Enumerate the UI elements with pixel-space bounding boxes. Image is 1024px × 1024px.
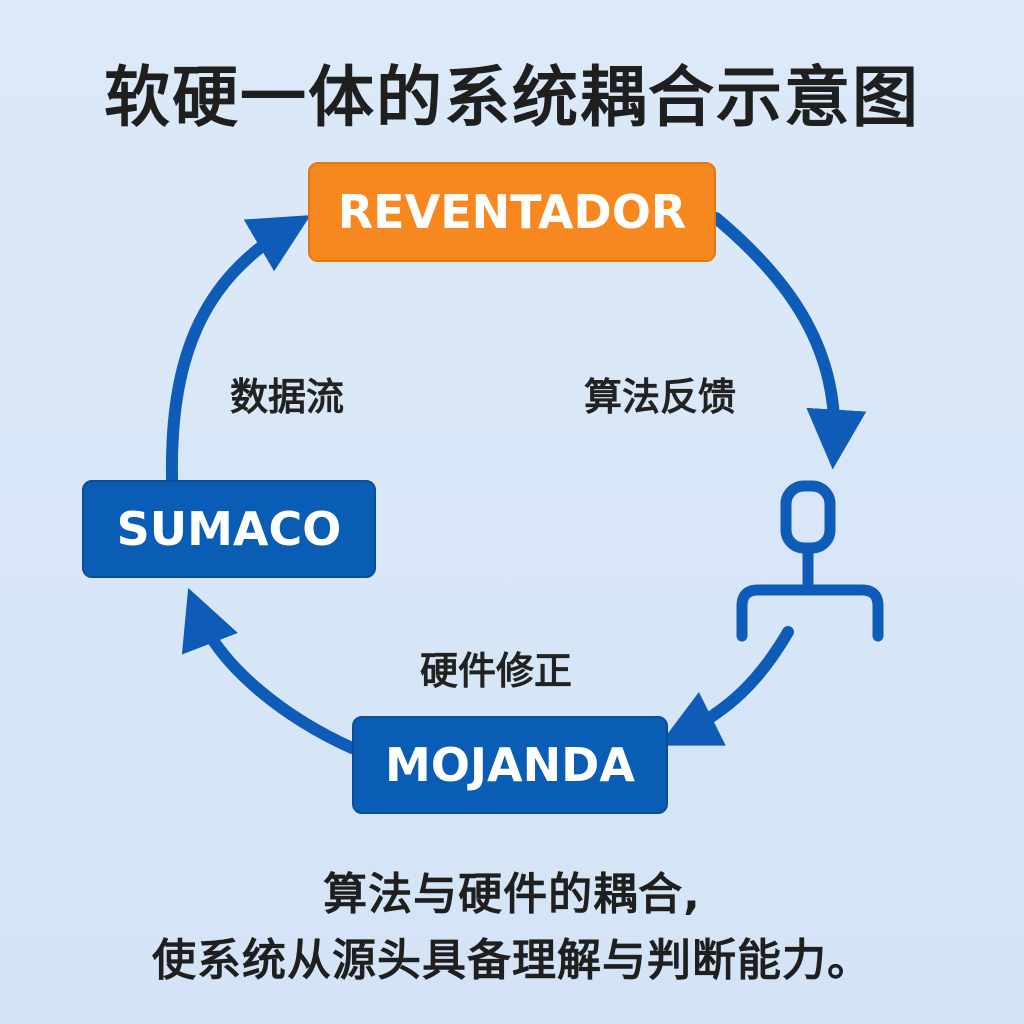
node-mojanda: MOJANDA — [352, 716, 668, 814]
conclusion-line-1: 算法与硬件的耦合, — [323, 869, 701, 920]
node-sumaco: SUMACO — [82, 480, 376, 578]
conclusion-line-2: 使系统从源头具备理解与判断能力。 — [152, 935, 872, 986]
label-data-flow: 数据流 — [230, 375, 345, 419]
arrow-algorithm-feedback — [710, 212, 867, 470]
arrow-to-mojanda — [658, 626, 794, 746]
label-algorithm-feedback: 算法反馈 — [584, 375, 737, 419]
arrow-hardware-correction — [181, 587, 358, 754]
person-icon — [736, 480, 884, 642]
node-reventador: REVENTADOR — [308, 162, 716, 262]
label-hardware-correction: 硬件修正 — [420, 649, 573, 693]
arrow-data-flow — [165, 215, 311, 486]
page-title: 软硬一体的系统耦合示意图 — [104, 59, 920, 136]
